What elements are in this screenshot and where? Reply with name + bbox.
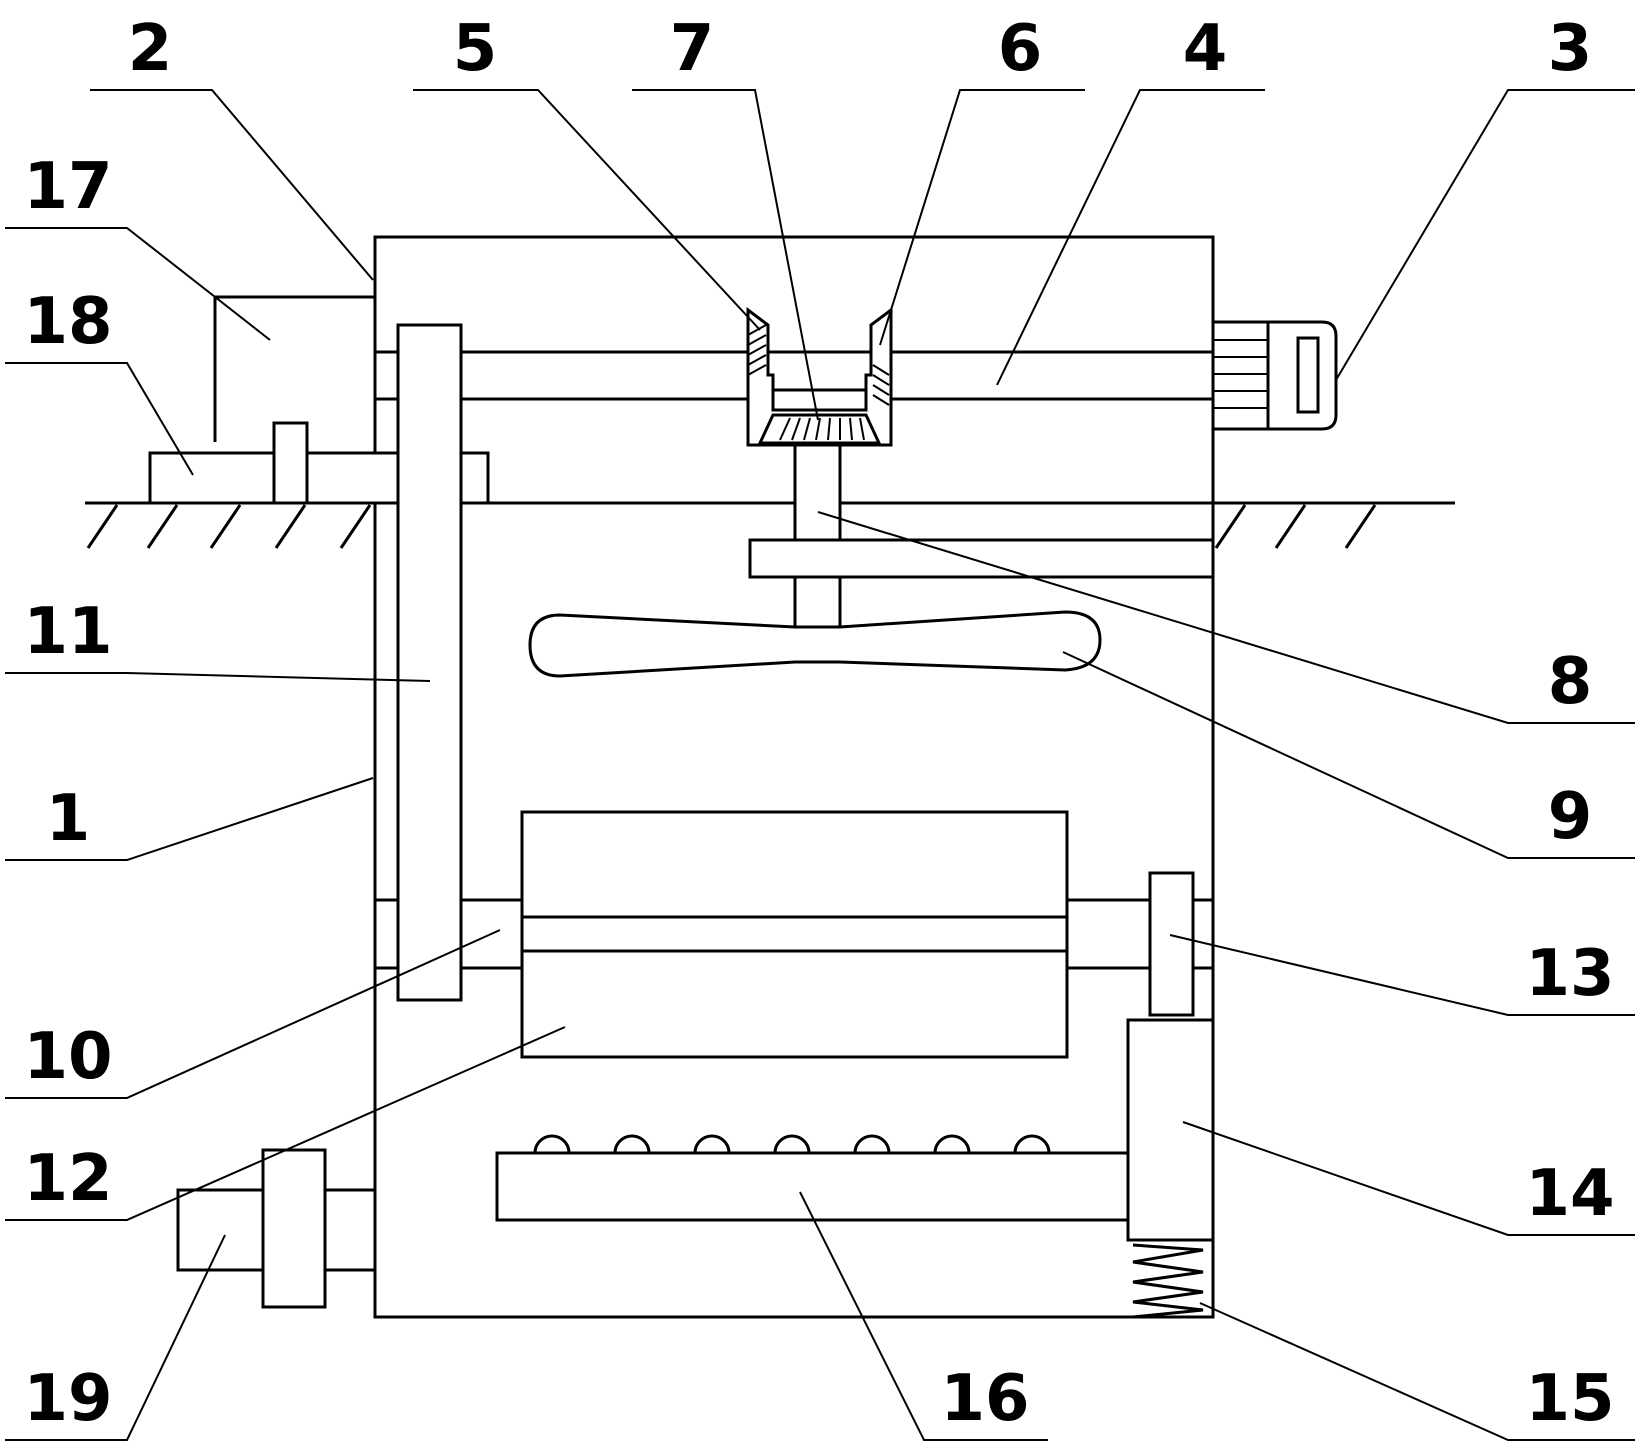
beating-plate bbox=[495, 1134, 1130, 1222]
part-labels: 2 5 7 6 4 3 17 18 11 8 9 1 13 10 12 14 1… bbox=[23, 12, 1614, 1436]
label-5: 5 bbox=[453, 12, 498, 86]
label-15: 15 bbox=[1525, 1362, 1614, 1436]
label-14: 14 bbox=[1525, 1157, 1614, 1231]
slider-block bbox=[1126, 1018, 1215, 1242]
label-1: 1 bbox=[46, 782, 91, 856]
label-8: 8 bbox=[1548, 645, 1593, 719]
motor-3 bbox=[1211, 320, 1338, 431]
label-6: 6 bbox=[998, 12, 1043, 86]
label-7: 7 bbox=[670, 12, 715, 86]
label-17: 17 bbox=[23, 150, 112, 224]
bevel-gear-assembly bbox=[746, 307, 893, 447]
roller-axle bbox=[520, 915, 1069, 953]
label-2: 2 bbox=[128, 12, 173, 86]
spring bbox=[1132, 1243, 1204, 1319]
housing-frame bbox=[373, 235, 1215, 1319]
label-3: 3 bbox=[1548, 12, 1593, 86]
support-plate bbox=[748, 538, 1215, 579]
fan-blade bbox=[528, 610, 1102, 678]
belt-pulley-front bbox=[396, 323, 463, 1002]
label-19: 19 bbox=[23, 1362, 112, 1436]
leader-lines bbox=[5, 89, 1635, 1441]
label-4: 4 bbox=[1183, 12, 1228, 86]
label-13: 13 bbox=[1525, 937, 1614, 1011]
label-11: 11 bbox=[23, 595, 112, 669]
label-16: 16 bbox=[940, 1362, 1029, 1436]
label-18: 18 bbox=[23, 285, 112, 359]
label-12: 12 bbox=[23, 1142, 112, 1216]
outlet-valve bbox=[176, 1148, 377, 1309]
label-9: 9 bbox=[1548, 780, 1593, 854]
cam bbox=[1148, 871, 1195, 1017]
label-10: 10 bbox=[23, 1020, 112, 1094]
